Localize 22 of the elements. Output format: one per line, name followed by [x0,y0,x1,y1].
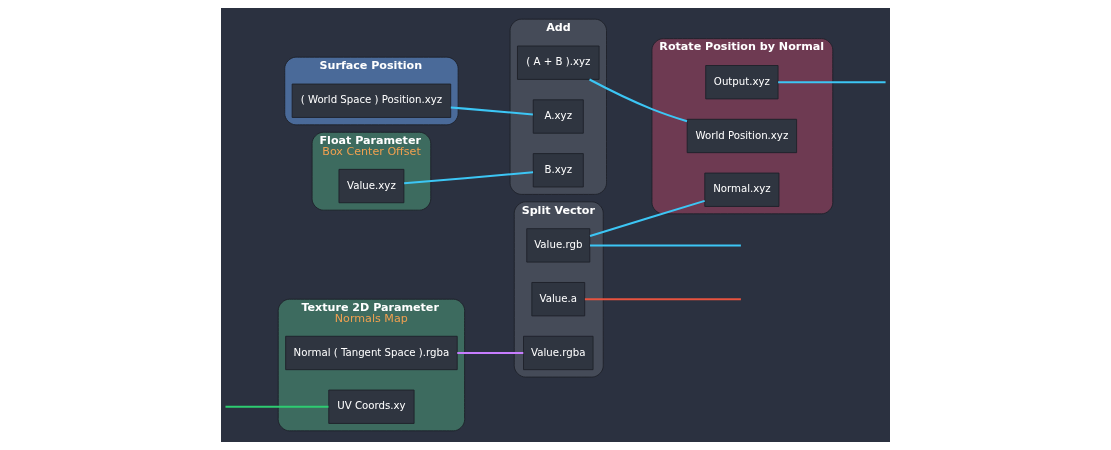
node-box: Output.xyz [705,65,779,100]
node-box: Value.rgb [526,228,591,263]
node-box: UV Coords.xy [328,389,415,424]
connector [225,405,329,408]
node-box: A.xyz [532,99,584,134]
node-box: Value.rgba [523,335,594,371]
node-box: Normal.xyz [704,172,780,207]
connector [457,351,524,354]
node-box: Normal ( Tangent Space ).rgba [285,335,458,371]
connector [589,199,705,237]
connector [590,244,741,247]
node-box: ( World Space ) Position.xyz [291,83,452,118]
node-box: B.xyz [532,153,584,188]
connector [584,298,741,301]
node-box: Value.xyz [338,168,405,204]
connector [404,171,534,185]
connector [589,78,688,123]
connector [450,106,533,116]
node-box: World Position.xyz [686,118,798,154]
node-box: Value.a [531,282,586,317]
node-box: ( A + B ).xyz [517,45,600,80]
connector [778,81,886,84]
